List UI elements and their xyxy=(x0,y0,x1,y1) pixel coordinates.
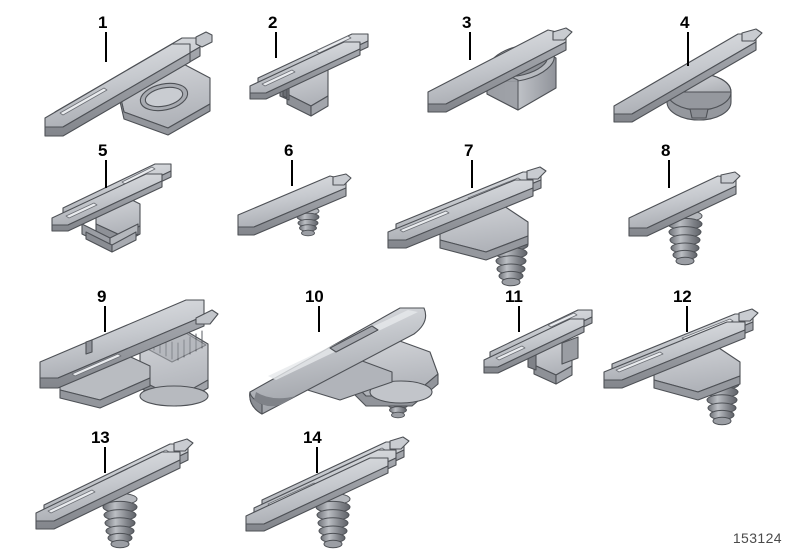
part-1-illustration xyxy=(44,31,213,137)
part-11-illustration xyxy=(483,309,593,385)
part-number-6: 6 xyxy=(284,141,294,160)
part-number-11: 11 xyxy=(505,287,523,306)
part-number-4: 4 xyxy=(680,13,690,32)
leader-line-2 xyxy=(275,32,277,58)
part-number-9: 9 xyxy=(97,287,107,306)
part-number-12: 12 xyxy=(673,287,692,306)
part-10-illustration xyxy=(249,307,439,419)
part-14-illustration xyxy=(245,436,410,549)
part-number-8: 8 xyxy=(661,141,671,160)
leader-line-5 xyxy=(105,160,107,188)
leader-line-11 xyxy=(518,306,520,332)
leader-line-9 xyxy=(104,306,106,332)
leader-line-8 xyxy=(668,160,670,188)
part-number-13: 13 xyxy=(91,428,110,447)
leader-line-10 xyxy=(318,306,320,332)
part-9-illustration xyxy=(39,299,219,409)
leader-line-3 xyxy=(469,32,471,60)
part-number-10: 10 xyxy=(305,287,324,306)
leader-line-4 xyxy=(687,32,689,66)
part-8-illustration xyxy=(628,171,741,266)
part-number-1: 1 xyxy=(98,13,108,32)
part-5-illustration xyxy=(51,163,172,253)
part-number-3: 3 xyxy=(462,13,472,32)
part-12-illustration xyxy=(603,308,759,426)
leader-line-14 xyxy=(316,447,318,473)
part-6-illustration xyxy=(237,173,352,237)
part-13-illustration xyxy=(35,438,194,549)
leader-line-12 xyxy=(686,306,688,332)
part-number-5: 5 xyxy=(98,141,108,160)
part-2-illustration xyxy=(249,33,369,117)
part-7-illustration xyxy=(387,166,547,287)
leader-line-13 xyxy=(104,447,106,473)
diagram-reference-number: 153124 xyxy=(732,530,782,546)
part-number-14: 14 xyxy=(303,428,322,447)
part-number-2: 2 xyxy=(268,13,278,32)
leader-line-1 xyxy=(105,32,107,62)
part-number-7: 7 xyxy=(464,141,474,160)
leader-line-7 xyxy=(471,160,473,188)
part-4-illustration xyxy=(613,28,763,123)
leader-line-6 xyxy=(291,160,293,186)
part-3-illustration xyxy=(427,27,573,113)
